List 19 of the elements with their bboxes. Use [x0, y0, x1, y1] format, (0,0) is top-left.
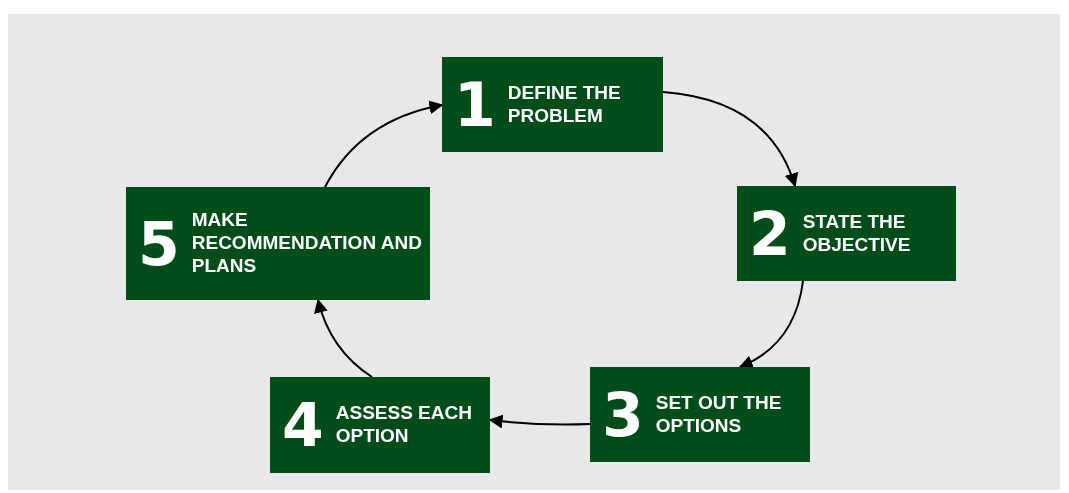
curved-arrow: [662, 91, 798, 188]
step-number: 2: [749, 203, 791, 264]
step-box: [737, 186, 956, 281]
step-number: 4: [282, 395, 324, 455]
step-label: ASSESS EACH OPTION: [335, 402, 473, 448]
step-box: [126, 187, 430, 300]
curved-arrow: [738, 280, 804, 369]
step-box: [270, 377, 490, 473]
step-label: SET OUT THE OPTIONS: [655, 391, 783, 438]
step-label: STATE THE OBJECTIVE: [802, 210, 912, 257]
step-number: 1: [454, 74, 496, 135]
step-label: DEFINE THE PROBLEM: [507, 81, 622, 128]
step-number: 3: [602, 384, 644, 445]
step-number: 5: [138, 213, 180, 274]
step-label: MAKE RECOMMENDATION AND PLANS: [191, 209, 423, 278]
step-box: [442, 57, 663, 152]
step-box: [590, 367, 810, 462]
curved-arrow: [314, 298, 373, 378]
curved-arrow: [324, 100, 444, 188]
